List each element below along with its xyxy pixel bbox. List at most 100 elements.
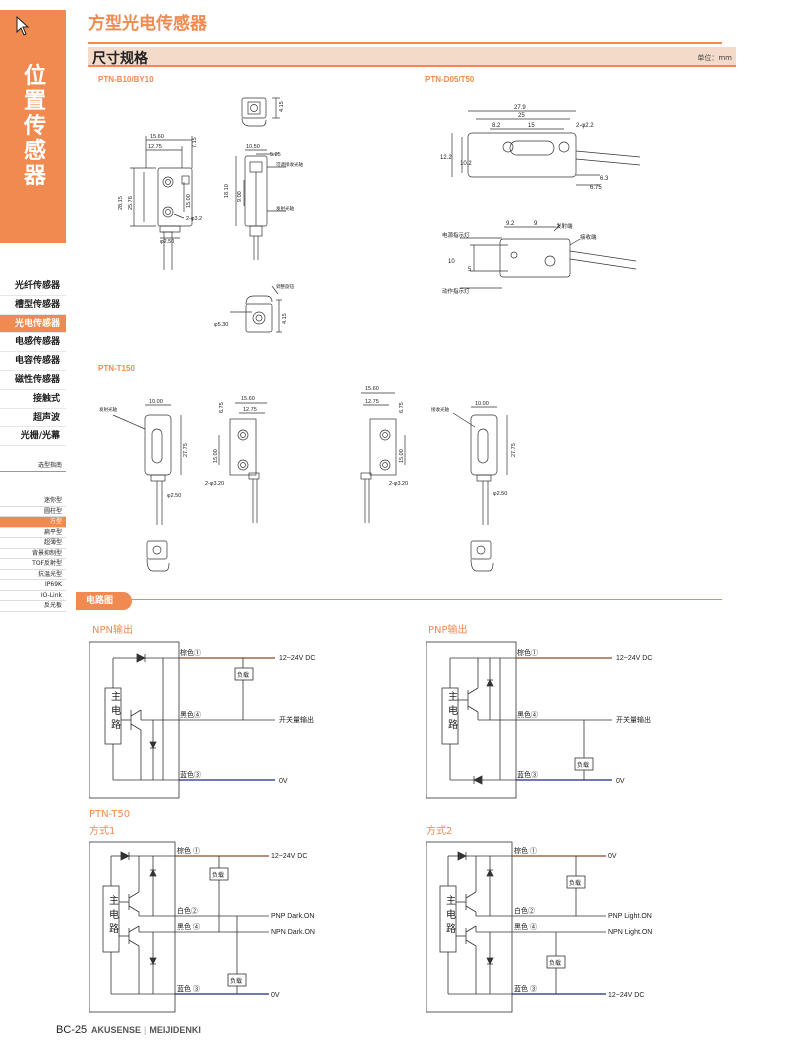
sidebar-category-item[interactable]: 电容传感器 [0,352,66,371]
pnp-main-3: 路 [448,718,458,731]
npn-v12: 12~24V DC [279,655,315,662]
m1-pnp-dark: PNP Dark.ON [271,913,314,920]
sidebar-category-item[interactable]: 光电传感器 [0,314,66,334]
sidebar-subtype-item[interactable]: 方型 [0,517,66,528]
b10-h-out: 28.15 [118,196,124,210]
b10-knob-label: 可调接收光轴 [276,161,303,168]
d05-action-led: 动作指示灯 [442,287,470,295]
model-d05-label: PTN-D05/T50 [425,75,475,84]
m2-main-2: 电 [446,908,456,921]
t150-emit-label: 发射光轴 [99,406,117,413]
m2-v0: 0V [608,853,617,860]
d05-w-a: 8.2 [492,123,501,129]
m2-main-1: 主 [446,895,456,907]
b10-h-in: 25.76 [128,196,134,210]
t150-w2-left: 12.75 [243,407,257,413]
section-bar: 尺寸规格 单位：mm [88,47,736,67]
sidebar-subtype-item[interactable]: IO-Link [0,591,66,601]
d05-emitter: 发射端 [556,222,573,230]
t150-cable-right: φ2.50 [493,491,507,497]
m2-load-2: 负载 [549,959,561,967]
sidebar-category-item[interactable]: 超声波 [0,409,66,428]
pnp-load: 负载 [577,761,589,769]
t50-title: PTN-T50 [89,809,131,820]
model-b10-label: PTN-B10/BY10 [98,75,154,84]
npn-circuit-diagram: 主 电 路 棕色① 黑色④ 蓝色③ 负载 12~24V DC 开关量输出 0V [89,641,315,799]
m1-v12: 12~24V DC [271,853,307,860]
d05-w-b: 15 [528,123,535,129]
t150-recv-label: 接收光轴 [431,406,449,413]
b10-dimension-drawing: 4.15 15.60 12.75 7.15 28.15 25.76 15.00 … [118,97,303,333]
sidebar-subtype-item[interactable]: TOF反射型 [0,559,66,570]
m1-main-1: 主 [109,895,119,907]
sidebar-subtype-item[interactable]: 迷你型 [0,496,66,507]
t150-w-left: 10.00 [149,399,163,405]
m2-blue: 蓝色 ③ [514,984,537,993]
pnp-blue: 蓝色③ [517,770,538,779]
t150-w2-right: 12.75 [365,399,379,405]
sidebar-category-item[interactable]: 接触式 [0,390,66,409]
pnp-circuit-diagram: 主 电 路 棕色① 黑色④ 蓝色③ 负载 12~24V DC 开关量输出 0V [426,641,652,799]
b10-cable: φ2.50 [160,239,174,245]
circuit-section-label: 电路图 [76,592,132,610]
b10-bottom-label: 调整旋钮 [276,283,294,290]
t150-w1-left: 15.60 [241,396,255,402]
b10-h-mid: 15.00 [186,194,192,208]
b10-w1: 15.60 [150,134,164,140]
b10-side-w: 10.50 [246,144,260,150]
sidebar-subtype-item[interactable]: IP69K [0,580,66,591]
unit-label: 单位：mm [697,54,732,62]
t150-h-right: 27.75 [511,443,517,457]
d05-h10: 10 [448,259,455,265]
npn-main-3: 路 [111,718,121,731]
m2-v12: 12~24V DC [608,992,644,999]
m2-white: 白色② [514,906,535,915]
sidebar-subtype-item[interactable]: 反光板 [0,601,66,612]
npn-title: NPN输出 [92,625,133,636]
npn-switch: 开关量输出 [279,715,314,724]
sidebar-category-item[interactable]: 光纤传感器 [0,277,66,296]
footer-brand: AKUSENSE|MEIJIDENKI [91,1025,201,1035]
t150-hole-right: 2-φ3.20 [389,481,408,487]
sidebar-subtype-item[interactable]: 圆柱型 [0,507,66,517]
page-title: 方型光电传感器 [88,14,207,34]
sidebar-category-item[interactable]: 电感传感器 [0,333,66,353]
npn-v0: 0V [279,778,288,785]
t150-hole-left: 2-φ3.20 [205,481,224,487]
m1-black: 黑色 ④ [177,922,200,931]
mode1-title: 方式1 [89,826,116,837]
sidebar-subtype-item[interactable]: 超薄型 [0,538,66,549]
m2-npn-light: NPN Light.ON [608,929,652,936]
b10-side-mid: 9.00 [237,191,243,202]
npn-main-2: 电 [111,704,121,717]
sidebar-subtype-item[interactable]: 抗温光型 [0,570,66,580]
circuit-divider [132,599,722,600]
t50-mode1-circuit: 主 电 路 棕色 ① 白色② 黑色 ④ 蓝色 ③ 负载 负载 12~24V DC… [89,841,315,1013]
brand-separator: | [144,1025,147,1035]
m1-load-1: 负载 [212,871,224,879]
brand-akusense: AKUSENSE [91,1025,142,1035]
npn-main-1: 主 [111,691,121,703]
t150-cable-left: φ2.50 [167,493,181,499]
sidebar-category-item[interactable]: 光栅/光幕 [0,427,66,447]
d05-h-inner: 10.2 [460,161,472,167]
sidebar-category-item[interactable]: 槽型传感器 [0,296,66,315]
sidebar-category-item[interactable]: 磁性传感器 [0,371,66,390]
pnp-title: PNP输出 [428,625,468,636]
sidebar-subtype-item[interactable]: 背景抑制型 [0,549,66,559]
model-t150-label: PTN-T150 [98,364,135,373]
sidebar-subtype-item[interactable]: 扁平型 [0,528,66,538]
d05-w-total: 27.9 [514,105,526,111]
b10-bottom-h: 4.15 [282,313,288,324]
d05-t1: 9.2 [506,221,515,227]
pnp-black: 黑色④ [517,710,538,719]
d05-hole: 2-φ2.2 [576,123,594,129]
m1-white: 白色② [177,906,198,915]
selection-guide-link[interactable]: 选型指南 [0,460,66,472]
t150-w1-right: 15.60 [365,386,379,392]
page-number: BC-25 [56,1024,88,1036]
title-divider [88,42,722,44]
m1-brown: 棕色 ① [177,846,200,855]
m1-main-3: 路 [109,922,119,935]
